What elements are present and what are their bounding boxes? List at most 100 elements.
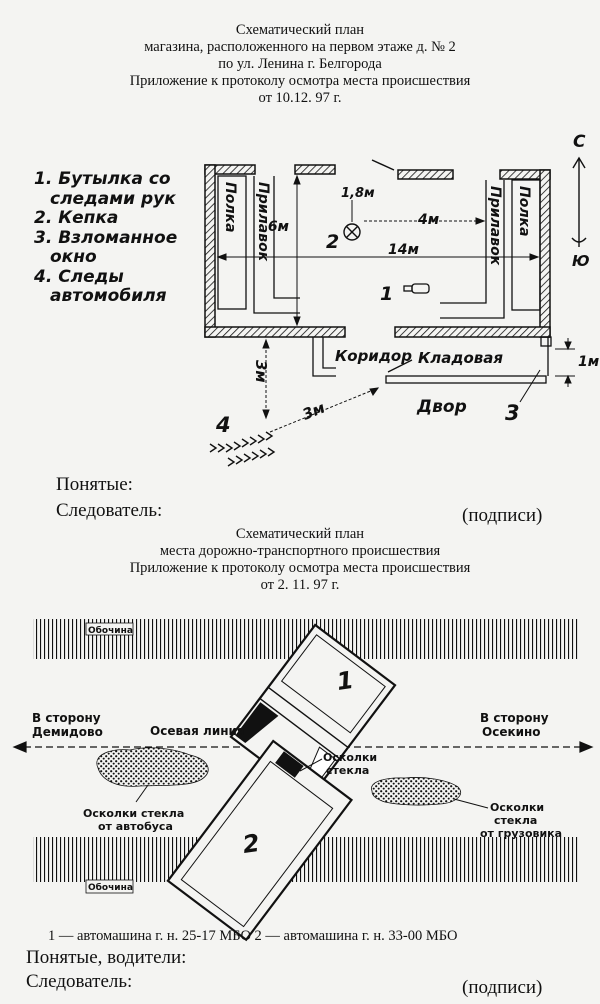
dimension-3m-diagonal-label: 3м — [300, 399, 328, 424]
plan1-caption-line: Схематический план — [235, 22, 365, 38]
corridor-wall — [312, 337, 336, 377]
arrow-left-icon — [12, 741, 27, 753]
dimension-3m-diagonal — [269, 387, 379, 433]
glass-center-label: стекла — [326, 764, 369, 777]
vehicles-footnote: 1 — автомашина г. н. 25-17 МБО 2 — автом… — [48, 928, 458, 944]
left-wall — [204, 164, 216, 338]
plan1-caption-line: магазина, расположенного на первом этаже… — [144, 39, 456, 55]
arrowhead — [475, 217, 486, 225]
direction-osekino: Осекино — [482, 725, 541, 739]
cap-marker-icon — [343, 223, 361, 241]
glass-truck-label: Осколки — [490, 801, 544, 814]
corridor-wall — [322, 337, 336, 369]
window-3-pointer — [519, 369, 541, 403]
shoulder-top-label: Обочина — [88, 625, 133, 636]
dimension-3m-vertical-label: 3м — [252, 360, 270, 383]
item-3-marker: 3 — [505, 401, 520, 425]
witnesses-label: Понятые: — [56, 474, 133, 495]
shelf-right-label: Полка — [516, 186, 532, 237]
window-top-1 — [294, 164, 336, 175]
compass-south: Ю — [572, 252, 590, 270]
arrowhead — [262, 338, 270, 349]
item-1-marker: 1 — [380, 283, 393, 305]
signatures-label-2: (подписи) — [462, 977, 543, 998]
plan2-caption-line: Приложение к протоколу осмотра места про… — [129, 560, 471, 576]
legend-line: 3. Взломанное — [34, 227, 178, 248]
plan2-caption-line: места дорожно-транспортного происшествия — [159, 543, 441, 559]
plan1-caption: Схематический план магазина, расположенн… — [0, 22, 600, 107]
item-2-marker: 2 — [326, 231, 339, 253]
arrowhead — [293, 316, 301, 327]
glass-debris-truck — [371, 777, 462, 806]
counter-left — [273, 176, 300, 299]
storage-vent — [540, 336, 552, 347]
direction-demidovo: В сторону — [32, 711, 101, 725]
vehicle-1-marker: 1 — [335, 666, 355, 696]
bottom-wall-right — [394, 326, 551, 338]
store-dimensions — [216, 174, 540, 327]
bottle-marker-icon — [403, 283, 430, 294]
signatures-label: (подписи) — [462, 505, 543, 526]
glass-bus-label: от автобуса — [98, 820, 173, 833]
annotation-leaders — [135, 758, 489, 809]
store-floor-plan: Полка Прилавок Полка Прилавок 1,8м 6м 4м… — [204, 132, 599, 467]
glass-center-label: Осколки — [323, 751, 377, 764]
broken-window-sash — [371, 159, 395, 171]
glass-truck-label: от грузовика — [480, 827, 562, 840]
glass-bus-label: Осколки стекла — [83, 807, 184, 820]
direction-demidovo: Демидово — [32, 725, 103, 739]
shelf-right — [511, 179, 541, 311]
shoulder-bottom-tag — [85, 879, 134, 894]
plan2-caption: Схематический план места дорожно-транспо… — [0, 526, 600, 594]
bottom-wall-left — [204, 326, 346, 338]
dimension-6m-label: 6м — [268, 219, 289, 235]
legend-line: следами рук — [50, 188, 176, 209]
arrowhead — [262, 409, 270, 420]
plan1-legend: 1. Бутылка со следами рук 2. Кепка 3. Вз… — [34, 169, 178, 307]
compass-north: С — [573, 132, 586, 152]
dimension-14m-label: 14м — [388, 242, 419, 258]
plan1-caption-line: Приложение к протоколу осмотра места про… — [129, 73, 471, 89]
legend-line: 2. Кепка — [34, 208, 119, 228]
right-wall — [539, 169, 551, 338]
shelf-left — [217, 175, 247, 310]
legend-line: окно — [50, 247, 97, 267]
investigator-label: Следователь: — [56, 500, 163, 521]
plan1-caption-line: от 10.12. 97 г. — [258, 90, 342, 106]
dimension-1m-markers — [555, 338, 575, 387]
storage-wall — [385, 375, 547, 384]
store-fixtures — [217, 175, 541, 319]
storage-label: Кладовая — [418, 349, 503, 367]
yard-label: Двор — [416, 397, 467, 417]
shelf-left-label: Полка — [222, 182, 238, 233]
storage-door — [387, 359, 413, 373]
glass-truck-label: стекла — [494, 814, 537, 827]
corridor-and-storage — [312, 336, 552, 384]
arrowhead — [529, 253, 540, 261]
glass-debris-bus — [96, 747, 209, 787]
counter-right — [440, 180, 487, 304]
vehicle-2-marker: 2 — [241, 829, 261, 859]
vehicle-2 — [166, 739, 354, 942]
dimension-1m-label: 1м — [578, 354, 599, 370]
compass — [571, 156, 587, 247]
corridor-label: Коридор — [335, 347, 412, 365]
legend-line: 1. Бутылка со — [34, 169, 171, 189]
dimension-4m-label: 4м — [417, 212, 439, 228]
shoulder-bottom-label: Обочина — [88, 882, 133, 893]
witnesses-drivers-label: Понятые, водители: — [26, 947, 187, 968]
plan2-caption-line: от 2. 11. 97 г. — [260, 577, 340, 593]
shoulder-top-tag — [85, 622, 134, 636]
counter-left — [253, 176, 300, 314]
arrowhead — [293, 174, 301, 185]
counter-left-label: Прилавок — [255, 182, 271, 262]
item-4-marker: 4 — [215, 413, 231, 437]
investigator-label-2: Следователь: — [26, 971, 133, 992]
plan2-caption-line: Схематический план — [235, 526, 365, 542]
yard-dimensions — [262, 338, 541, 433]
arrow-right-icon — [579, 741, 594, 753]
car-tracks — [209, 431, 276, 467]
legend-line: автомобиля — [50, 286, 167, 306]
counter-right-label: Прилавок — [487, 186, 503, 266]
dimension-1-8m-label: 1,8м — [341, 186, 375, 201]
